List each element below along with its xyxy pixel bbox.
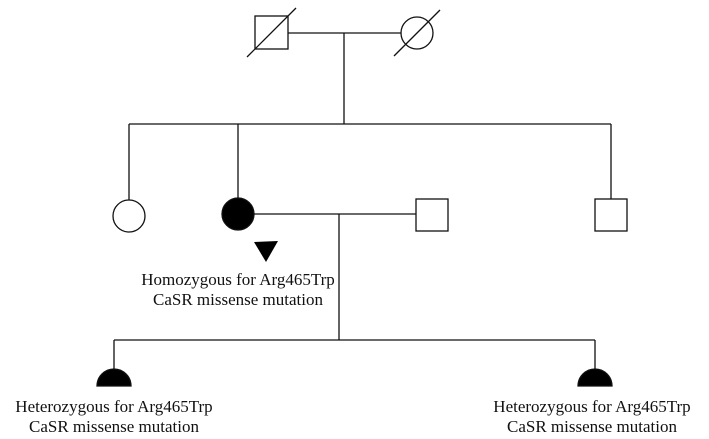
husband-symbol — [415, 198, 449, 232]
child-right-label: Heterozygous for Arg465Trp CaSR missense… — [475, 397, 709, 437]
daughter-1-symbol — [96, 368, 132, 387]
proband-label-line-1: Homozygous for Arg465Trp — [141, 270, 335, 289]
child-left-label-line-2: CaSR missense mutation — [29, 417, 199, 436]
proband-label: Homozygous for Arg465Trp CaSR missense m… — [88, 270, 388, 310]
aunt-symbol — [112, 199, 146, 233]
child-left-label: Heterozygous for Arg465Trp CaSR missense… — [0, 397, 228, 437]
child-right-label-line-2: CaSR missense mutation — [507, 417, 677, 436]
grandmother-deceased-slash — [393, 9, 441, 57]
child-left-label-line-1: Heterozygous for Arg465Trp — [15, 397, 213, 416]
uncle-symbol — [594, 198, 628, 232]
proband-symbol — [221, 197, 255, 231]
child-right-label-line-1: Heterozygous for Arg465Trp — [493, 397, 691, 416]
daughter-2-symbol — [577, 368, 613, 387]
grandfather-deceased-slash — [246, 7, 297, 58]
proband-arrow — [254, 241, 278, 262]
proband-label-line-2: CaSR missense mutation — [153, 290, 323, 309]
